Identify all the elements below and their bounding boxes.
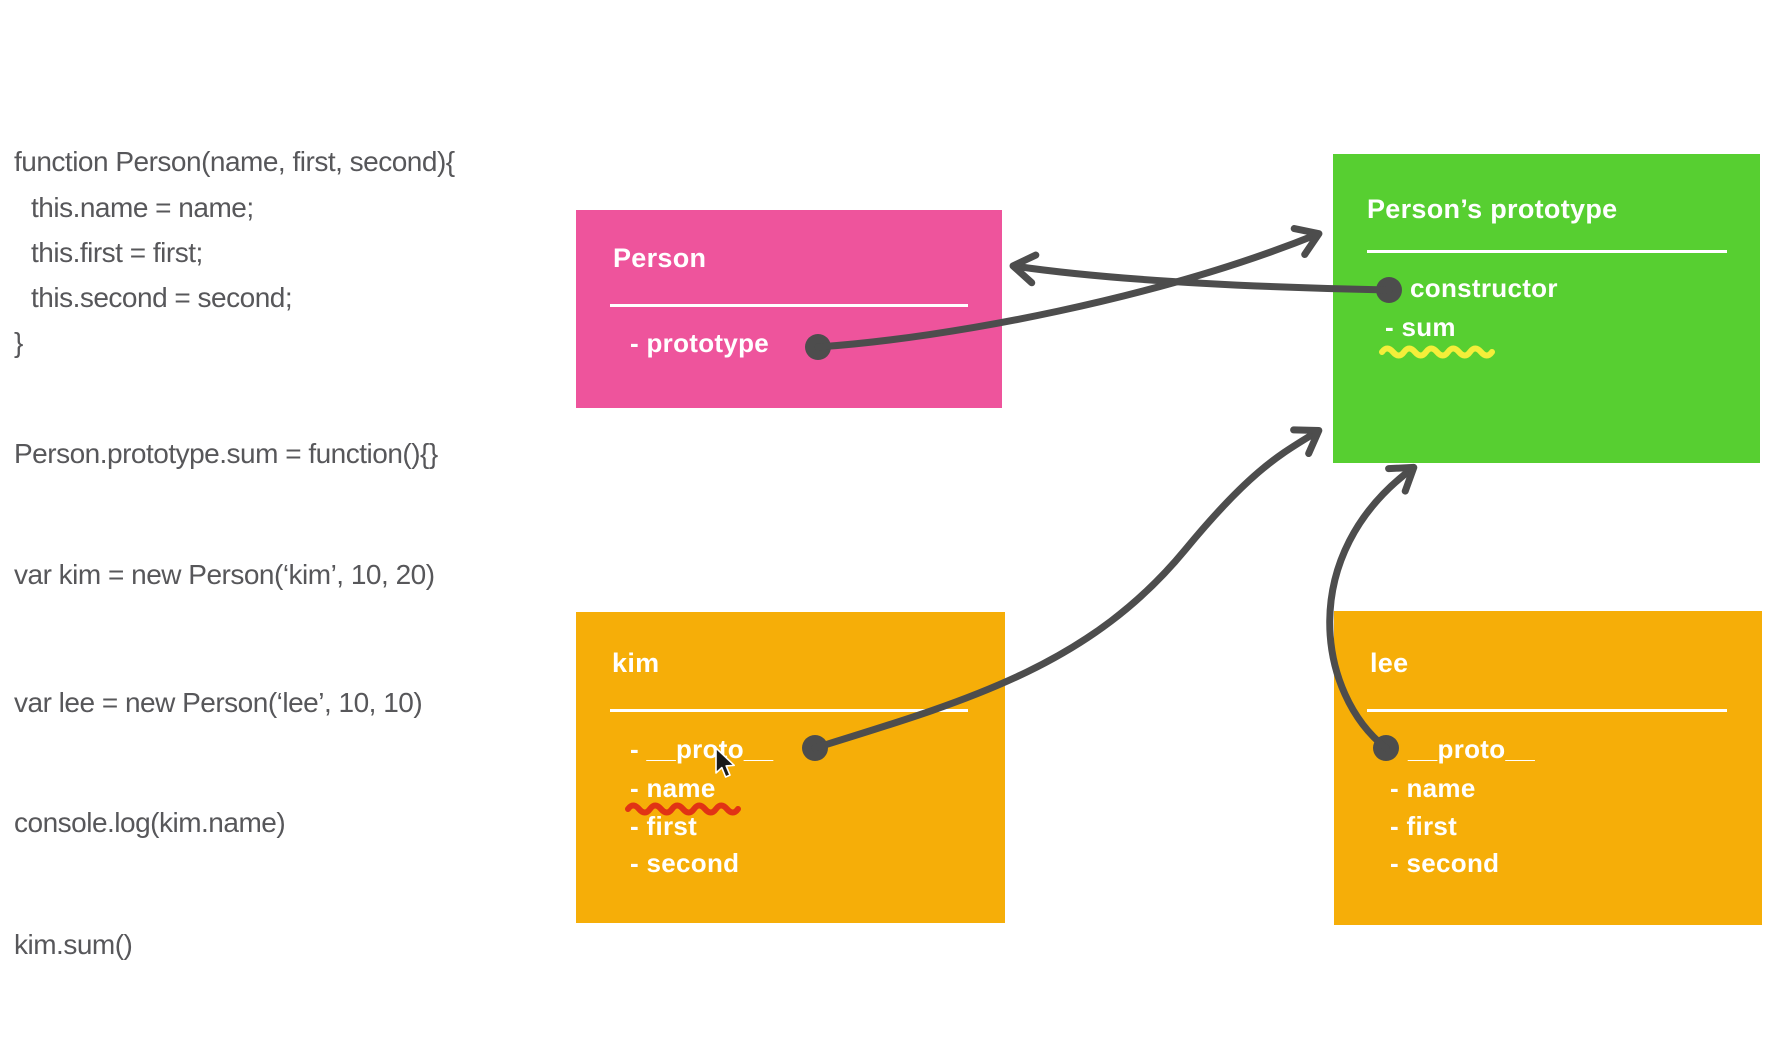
kim-instance-box: kim - __proto__ - name - first - second <box>576 612 1005 923</box>
code-line-this-first: this.first = first; <box>31 237 203 268</box>
lee-name-property: - name <box>1390 773 1476 803</box>
person-box-divider <box>610 304 968 307</box>
code-line-kim-sum: kim.sum() <box>14 929 133 960</box>
prototype-box-title: Person’s prototype <box>1367 194 1618 224</box>
lee-box-title: lee <box>1370 648 1409 678</box>
person-function-box: Person - prototype <box>576 210 1002 408</box>
prototype-box-divider <box>1367 250 1727 253</box>
kim-box-title: kim <box>612 648 660 678</box>
persons-prototype-box: Person’s prototype constructor - sum <box>1333 154 1760 463</box>
kim-second-property: - second <box>630 848 740 878</box>
code-line-this-name: this.name = name; <box>31 192 254 223</box>
prototype-constructor-property: constructor <box>1410 273 1558 303</box>
lee-proto-property: __proto__ <box>1408 734 1535 764</box>
lee-first-property: - first <box>1390 811 1458 841</box>
prototype-sum-property: - sum <box>1385 312 1456 342</box>
code-line-function-person: function Person(name, first, second){ <box>14 146 455 177</box>
kim-box-divider <box>610 709 968 712</box>
kim-proto-property: - __proto__ <box>630 734 774 764</box>
code-line-var-lee: var lee = new Person(‘lee’, 10, 10) <box>14 687 423 718</box>
lee-second-property: - second <box>1390 848 1500 878</box>
kim-name-property: - name <box>630 773 716 803</box>
code-line-this-second: this.second = second; <box>31 282 293 313</box>
kim-first-property: - first <box>630 811 698 841</box>
lee-box-divider <box>1367 709 1727 712</box>
person-prototype-property: - prototype <box>630 328 770 358</box>
code-line-console-log: console.log(kim.name) <box>14 807 286 838</box>
code-line-closing-brace: } <box>14 327 23 358</box>
code-line-var-kim: var kim = new Person(‘kim’, 10, 20) <box>14 559 435 590</box>
person-box-title: Person <box>613 243 707 273</box>
lee-instance-box: lee __proto__ - name - first - second <box>1334 611 1762 925</box>
code-line-prototype-sum: Person.prototype.sum = function(){} <box>14 438 438 469</box>
